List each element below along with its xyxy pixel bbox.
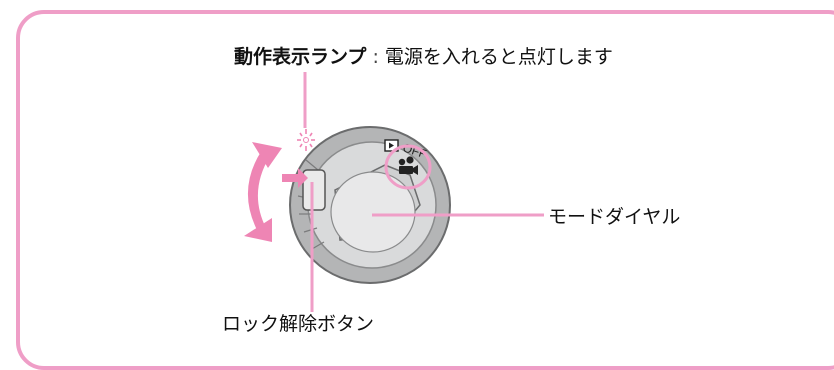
lock-button-shape xyxy=(302,169,326,211)
rotate-arrow-icon xyxy=(244,142,282,242)
lamp-light-icon xyxy=(297,129,315,151)
lamp-callout: 動作表示ランプ:電源を入れると点灯します xyxy=(234,48,613,67)
movie-mode-highlight xyxy=(384,144,432,190)
lamp-name: 動作表示ランプ xyxy=(234,46,367,68)
mode-dial-illustration: OFF xyxy=(244,72,544,312)
lamp-separator: : xyxy=(372,46,379,68)
dial-center xyxy=(330,171,416,253)
lamp-description: 電源を入れると点灯します xyxy=(384,46,613,68)
push-arrow-icon xyxy=(282,168,308,188)
mode-dial-label: モードダイヤル xyxy=(548,206,681,228)
lock-button-label: ロック解除ボタン xyxy=(222,313,375,335)
movie-mode-icon xyxy=(398,156,418,175)
